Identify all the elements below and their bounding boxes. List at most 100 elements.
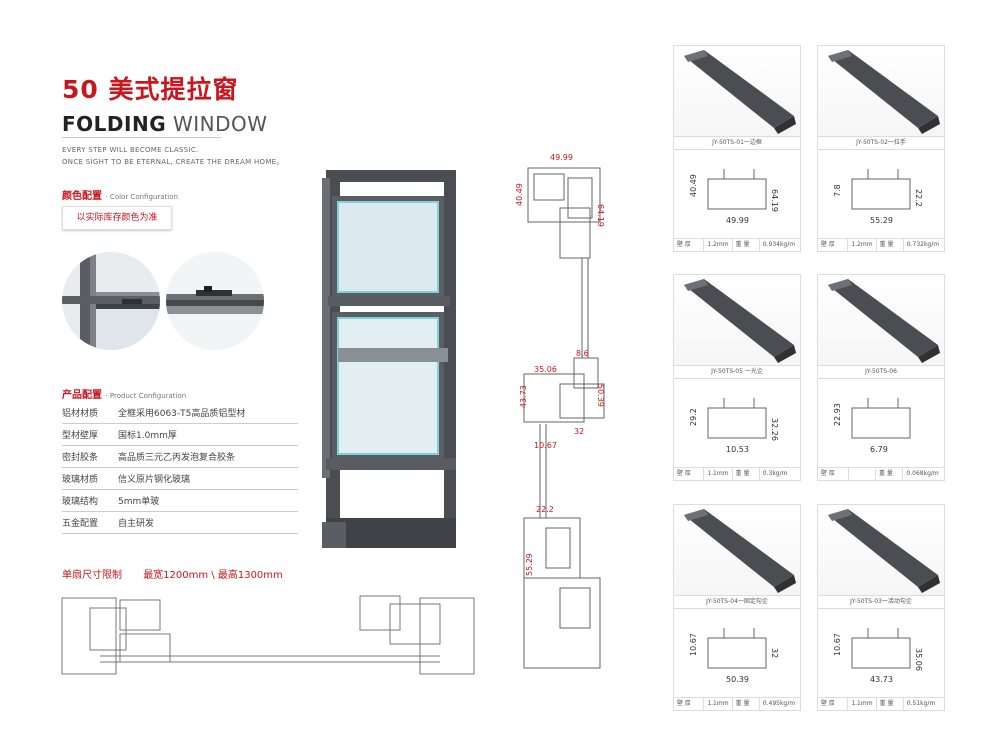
profile-dimension-label: 6.79 bbox=[870, 445, 888, 454]
profile-dimension-label: 29.2 bbox=[689, 408, 698, 426]
profile-dimension-label: 55.29 bbox=[870, 216, 893, 225]
profile-wall-label: 壁 厚 bbox=[674, 698, 705, 710]
dim-mid-w: 35.06 bbox=[534, 365, 557, 374]
profile-wall-value: 1.2mm bbox=[704, 239, 733, 251]
profile-dimension-label: 50.39 bbox=[726, 675, 749, 684]
tagline-line-1: EVERY STEP WILL BECOME CLASSIC. bbox=[62, 146, 199, 154]
dim-top-left-h: 40.49 bbox=[515, 183, 524, 206]
profile-photo bbox=[674, 46, 800, 136]
product-title-en: FOLDING WINDOW bbox=[62, 112, 268, 136]
profile-photo bbox=[674, 275, 800, 365]
title-en-bold: FOLDING bbox=[62, 112, 167, 136]
dim-bot-w: 22.2 bbox=[536, 505, 554, 514]
profile-dimension-label: 22.2 bbox=[914, 189, 923, 207]
profile-wall-value: 1.1mm bbox=[848, 698, 877, 710]
spec-key: 玻璃材质 bbox=[62, 467, 118, 490]
spec-row: 型材壁厚国标1.0mm厚 bbox=[62, 423, 298, 446]
profile-wall-label: 壁 厚 bbox=[674, 239, 705, 251]
size-limit: 单扇尺寸限制 最宽1200mm \ 最高1300mm bbox=[62, 566, 283, 581]
color-config-title: 颜色配置 bbox=[62, 191, 102, 202]
profile-wall-label: 壁 厚 bbox=[818, 239, 849, 251]
horizontal-section-drawing bbox=[61, 595, 475, 675]
dim-mid-32: 32 bbox=[574, 427, 584, 436]
title-divider bbox=[62, 137, 222, 138]
spec-key: 五金配置 bbox=[62, 511, 118, 534]
profile-photo bbox=[818, 46, 944, 136]
dim-mid-left-h: 43.73 bbox=[519, 385, 528, 408]
profile-weight-value: 0.732kg/m bbox=[906, 241, 940, 248]
tagline-line-2: ONCE SIGHT TO BE ETERNAL, CREATE THE DRE… bbox=[62, 158, 284, 166]
profile-weight-label: 重 量 bbox=[877, 239, 904, 251]
profile-wall-value: 1.2mm bbox=[848, 239, 877, 251]
dim-mid-small: 8.6 bbox=[576, 349, 589, 358]
spec-key: 铝材材质 bbox=[62, 402, 118, 424]
product-title-cn: 50 美式提拉窗 bbox=[62, 75, 239, 104]
spec-key: 玻璃结构 bbox=[62, 489, 118, 512]
dim-bot-h: 55.29 bbox=[525, 553, 534, 576]
color-config-subtitle: · Color Configuration bbox=[105, 193, 178, 201]
spec-value: 信义原片钢化玻璃 bbox=[118, 467, 298, 490]
color-config-heading: 颜色配置 · Color Configuration bbox=[62, 187, 178, 202]
profile-dimension-label: 43.73 bbox=[870, 675, 893, 684]
profile-weight-value: 0.3kg/m bbox=[762, 470, 788, 477]
spec-row: 玻璃材质信义原片钢化玻璃 bbox=[62, 467, 298, 490]
profile-code: JY-50TS-06 bbox=[818, 365, 944, 379]
detail-photo-2 bbox=[166, 252, 264, 350]
profile-code: JY-50TS-02一拉手 bbox=[818, 136, 944, 150]
profile-weight-value: 0.068kg/m bbox=[906, 470, 939, 477]
profile-code: JY-50TS-03一活动勾企 bbox=[818, 595, 944, 609]
profile-weight-label: 重 量 bbox=[733, 698, 760, 710]
profile-code: JY-50TS-05 一光企 bbox=[674, 365, 800, 379]
title-en-light: WINDOW bbox=[166, 112, 268, 136]
product-config-subtitle: · Product Configuration bbox=[105, 392, 187, 400]
spec-row: 铝材材质全框采用6063-T5高品质铝型材 bbox=[62, 402, 298, 424]
vertical-section-drawing: 49.99 40.49 64.19 8.6 35.06 43.73 50.39 … bbox=[515, 153, 605, 669]
profile-code: JY-50TS-01一边框 bbox=[674, 136, 800, 150]
profile-dimension-drawing: 10.67 50.39 32 bbox=[674, 608, 800, 696]
profile-wall-value bbox=[849, 468, 876, 480]
profile-dimension-label: 35.06 bbox=[914, 648, 923, 671]
profile-dimension-label: 10.67 bbox=[689, 633, 698, 656]
profile-weight-label: 重 量 bbox=[876, 468, 904, 480]
spec-value: 自主研发 bbox=[118, 511, 298, 534]
spec-key: 型材壁厚 bbox=[62, 423, 118, 446]
profile-weight-value: 0.495kg/m bbox=[762, 700, 796, 707]
product-config-title: 产品配置 bbox=[62, 390, 102, 401]
spec-row: 五金配置自主研发 bbox=[62, 511, 298, 534]
dim-top-right-h: 64.19 bbox=[596, 204, 605, 227]
profile-wall-label: 壁 厚 bbox=[818, 698, 849, 710]
product-config-heading: 产品配置 · Product Configuration bbox=[62, 386, 186, 401]
size-limit-label: 单扇尺寸限制 bbox=[62, 570, 122, 581]
size-limit-value: 最宽1200mm \ 最高1300mm bbox=[143, 570, 283, 581]
profile-wall-label: 壁 厚 bbox=[674, 468, 705, 480]
profile-photo bbox=[818, 275, 944, 365]
spec-row: 密封胶条高品质三元乙丙发泡复合胶条 bbox=[62, 445, 298, 468]
profile-dimension-label: 7.8 bbox=[833, 184, 842, 197]
profile-dimension-label: 32 bbox=[770, 648, 779, 658]
profile-weight-label: 重 量 bbox=[877, 698, 904, 710]
profile-dimension-label: 49.99 bbox=[726, 216, 749, 225]
profile-code: JY-50TS-04一固定勾企 bbox=[674, 595, 800, 609]
profile-weight-label: 重 量 bbox=[733, 239, 760, 251]
profile-dimension-label: 64.19 bbox=[770, 189, 779, 212]
window-render bbox=[322, 170, 456, 548]
spec-value: 5mm单玻 bbox=[118, 489, 298, 512]
profile-weight-value: 0.51kg/m bbox=[906, 700, 936, 707]
dim-mid-right-h: 50.39 bbox=[596, 384, 605, 407]
profile-weight-value: 0.934kg/m bbox=[762, 241, 796, 248]
